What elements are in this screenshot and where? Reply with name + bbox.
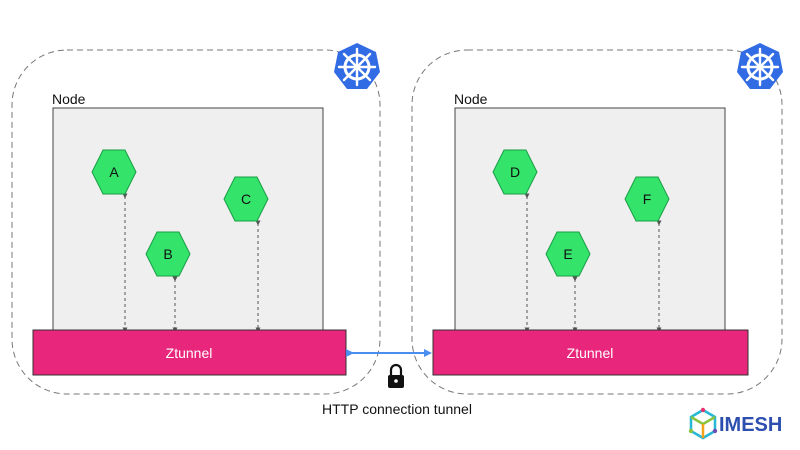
- cluster-right: Node D E F Ztunnel: [411, 43, 783, 395]
- pod-label: A: [109, 164, 119, 180]
- ztunnel-label: Ztunnel: [567, 345, 614, 361]
- pod-c: C: [223, 176, 269, 222]
- imesh-logo: IMESH: [688, 407, 782, 440]
- pod-label: B: [163, 246, 172, 262]
- pod-e: E: [545, 231, 591, 277]
- cluster-left: Node A B C Ztunnel: [11, 43, 381, 395]
- ztunnel-bar: [32, 329, 347, 376]
- pod-connectors: [122, 193, 261, 333]
- imesh-cube-icon: [688, 407, 718, 440]
- tunnel-caption: HTTP connection tunnel: [322, 401, 472, 417]
- cluster-boundary: [11, 49, 381, 395]
- pod-connectors: [524, 193, 662, 333]
- cluster-boundary: [411, 49, 783, 395]
- kubernetes-helm-icon: [737, 43, 783, 89]
- ztunnel-label: Ztunnel: [166, 345, 213, 361]
- lock-icon: [388, 363, 404, 388]
- pod-label: E: [563, 246, 572, 262]
- ztunnel-bar: [432, 329, 749, 376]
- node-box: [52, 107, 324, 331]
- node-label: Node: [454, 91, 488, 107]
- node-box: [454, 107, 726, 331]
- pod-label: C: [241, 191, 251, 207]
- pod-label: F: [643, 191, 652, 207]
- brand-text: IMESH: [719, 414, 782, 436]
- node-label: Node: [52, 91, 86, 107]
- pod-a: A: [91, 149, 137, 195]
- pod-label: D: [510, 164, 520, 180]
- pod-d: D: [492, 149, 538, 195]
- kubernetes-helm-icon: [334, 43, 380, 89]
- tunnel-connection: HTTP connection tunnel: [322, 349, 472, 417]
- pod-b: B: [145, 231, 191, 277]
- pod-f: F: [624, 176, 670, 222]
